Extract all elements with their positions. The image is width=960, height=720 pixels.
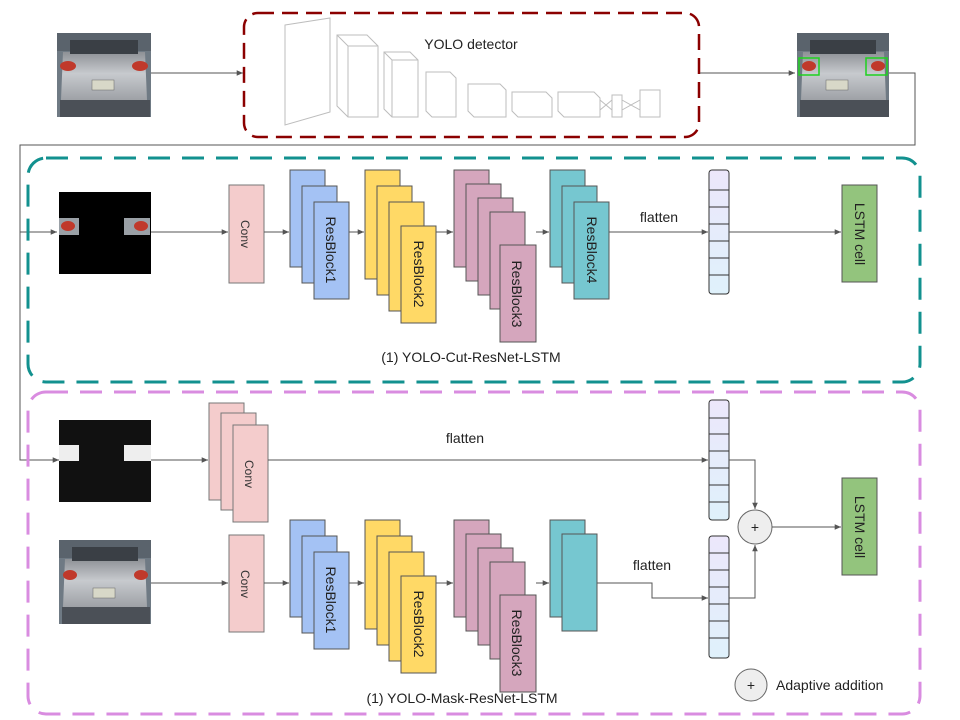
branch2-bottom-feature-vector (708, 535, 730, 659)
adaptive-addition-symbol: + (751, 519, 759, 535)
branch2-resblock1: ResBlock1 (289, 519, 350, 650)
branch1-caption: (1) YOLO-Cut-ResNet-LSTM (381, 349, 560, 365)
branch1-conv: Conv (228, 184, 265, 284)
branch2-resblock2: ResBlock2 (364, 519, 437, 674)
branch1-flatten-label: flatten (640, 209, 678, 225)
branch2-mask-conv: Conv (208, 402, 269, 523)
detector-connectors (19, 70, 916, 463)
detected-car-image (797, 33, 889, 117)
branch1-resblock4: ResBlock4 (549, 169, 610, 300)
branch1-lstm-cell: LSTM cell (841, 184, 878, 283)
mask-image (59, 420, 151, 502)
branch2-caption: (1) YOLO-Mask-ResNet-LSTM (366, 690, 557, 706)
yolo-detector-title: YOLO detector (424, 36, 518, 52)
branch2-mask-conv-label: Conv (242, 460, 256, 488)
branch2-flatten-top-label: flatten (446, 430, 484, 446)
yolo-detector-box (242, 11, 701, 139)
branch2-box (26, 390, 922, 716)
branch2-resblock1-label: ResBlock1 (323, 567, 339, 634)
branch1-conv-label: Conv (238, 220, 252, 248)
branch2-resblock3: ResBlock3 (453, 519, 537, 693)
branch2-connectors (151, 457, 841, 601)
branch1-resblock4-label: ResBlock4 (584, 217, 600, 284)
legend-label: Adaptive addition (776, 677, 883, 693)
branch1-resblock3-label: ResBlock3 (509, 261, 525, 328)
branch1-resblock2-label: ResBlock2 (411, 241, 427, 308)
branch2-flatten-bottom-label: flatten (633, 557, 671, 573)
original-car-image (59, 540, 151, 624)
legend-addition-icon (734, 668, 768, 702)
branch2-lstm-label: LSTM cell (852, 496, 868, 558)
branch1-box (26, 156, 922, 384)
input-car-image (57, 33, 151, 117)
branch1-lstm-label: LSTM cell (852, 203, 868, 265)
branch1-resblock3: ResBlock3 (453, 169, 537, 343)
branch1-feature-vector (708, 169, 730, 295)
branch2-main-conv: Conv (228, 534, 265, 633)
legend-addition-symbol: + (747, 677, 755, 693)
branch1-resblock1: ResBlock1 (289, 169, 350, 300)
branch2-main-conv-label: Conv (238, 570, 252, 598)
branch2-resblock4 (549, 519, 598, 632)
branch2-top-feature-vector (708, 399, 730, 521)
branch1-resblock1-label: ResBlock1 (323, 217, 339, 284)
branch2-resblock2-label: ResBlock2 (411, 591, 427, 658)
branch1-resblock2: ResBlock2 (364, 169, 437, 324)
branch2-resblock3-label: ResBlock3 (509, 610, 525, 677)
adaptive-addition-node: + (737, 509, 773, 545)
yolo-architecture-sketch (284, 17, 661, 126)
branch2-lstm-cell: LSTM cell (841, 477, 878, 576)
legend: + Adaptive addition (734, 668, 883, 702)
cut-image (59, 192, 151, 274)
